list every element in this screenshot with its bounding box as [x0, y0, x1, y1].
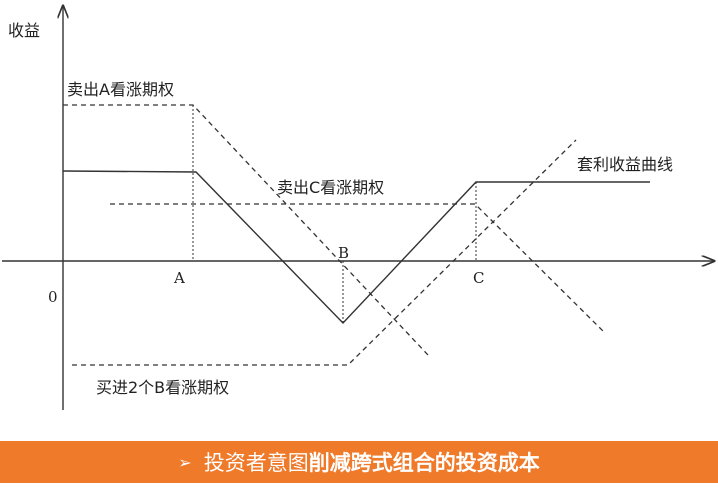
arbitrage-payoff-curve: [62, 170, 650, 325]
point-a-label: A: [173, 269, 185, 287]
sell-call-c-label: 卖出C看涨期权: [277, 178, 384, 197]
intent-banner: ➢ 投资者意图 削减跨式组合的投资成本: [0, 441, 718, 483]
banner-text-bold: 削减跨式组合的投资成本: [308, 451, 540, 475]
sell-call-a-line: [63, 104, 429, 356]
y-axis-label: 收益: [8, 21, 40, 40]
buy-2-call-b-label: 买进2个B看涨期权: [96, 378, 229, 397]
point-c-label: C: [473, 269, 484, 287]
butterfly-spread-payoff-diagram: 收益 0 A B C 卖出A看涨期权 卖出C看涨期权 买进2个B看涨期权 套利收…: [2, 0, 718, 410]
sell-call-a-label: 卖出A看涨期权: [67, 80, 174, 99]
point-b-label: B: [338, 244, 349, 262]
sell-call-c-line: [110, 203, 606, 334]
buy-2-call-b-line: [72, 139, 577, 366]
origin-label: 0: [48, 288, 58, 306]
arrow-bullet-icon: ➢: [178, 452, 192, 472]
banner-text-normal: 投资者意图: [203, 451, 309, 475]
arbitrage-curve-label: 套利收益曲线: [577, 155, 673, 174]
